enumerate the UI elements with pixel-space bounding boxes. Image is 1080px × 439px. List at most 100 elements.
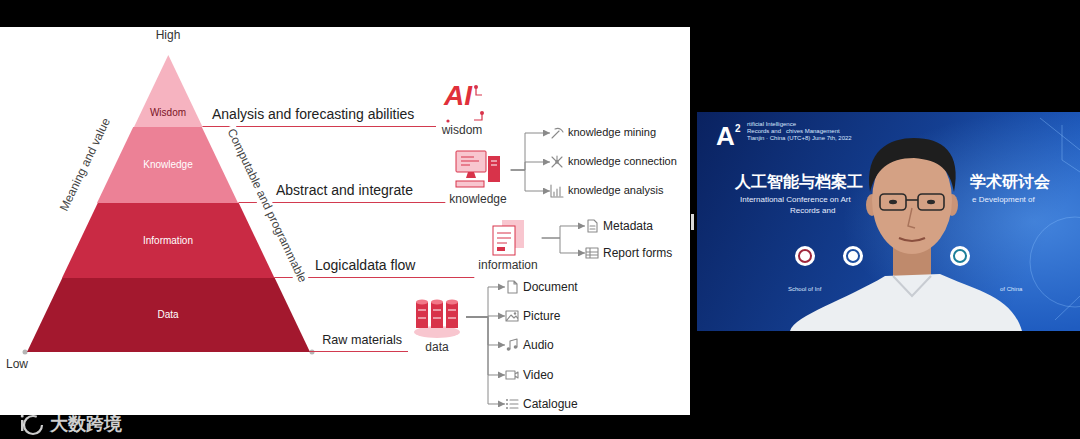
pyramid-band: Data — [27, 278, 310, 352]
item-label: Metadata — [603, 219, 653, 233]
branch-item: Picture — [505, 309, 560, 323]
scroll-marker — [691, 214, 694, 230]
network-lines — [552, 156, 562, 167]
icon-label: data — [425, 340, 448, 354]
pyramid-band: Wisdom — [134, 55, 203, 127]
item-icon — [550, 155, 564, 169]
band-label: Wisdom — [150, 107, 186, 119]
database-body — [416, 302, 428, 328]
logo-badge-mark — [954, 250, 966, 262]
logo-badge — [950, 246, 970, 266]
chart-bars — [554, 187, 560, 196]
note-head — [514, 345, 518, 349]
banner-subtitle: International Conference on Art — [740, 195, 851, 204]
banner-logo: A — [716, 122, 735, 152]
catalogue-dot — [506, 407, 508, 409]
database-top — [446, 300, 458, 305]
corner-dot — [23, 350, 28, 355]
band-fill — [97, 127, 238, 203]
note-head — [507, 347, 511, 351]
database-lines — [433, 310, 441, 318]
picture-frame — [506, 311, 518, 321]
item-label: Report forms — [603, 246, 672, 260]
monitor-lines — [461, 157, 479, 165]
catalogue-lines — [510, 400, 518, 408]
item-icon — [505, 338, 519, 352]
speaker-glasses — [880, 194, 906, 210]
item-label: Audio — [523, 338, 554, 352]
database-lines — [418, 310, 426, 318]
branch-arrow — [542, 238, 585, 253]
video-glow — [697, 112, 1080, 331]
circuit-line — [474, 87, 482, 120]
watermark-logo-bar — [21, 420, 23, 431]
note-stem — [510, 339, 517, 349]
sheet-front — [493, 226, 515, 255]
item-label: Picture — [523, 309, 560, 323]
branch-arrow — [511, 170, 550, 191]
database-body — [431, 302, 443, 328]
item-icon — [550, 126, 564, 140]
speaker-mouth — [899, 238, 925, 241]
icon-node: information — [474, 218, 541, 282]
pick-head — [555, 128, 563, 132]
band-label: Knowledge — [143, 159, 192, 171]
database-top — [431, 300, 443, 305]
pyramid-band: Knowledge — [97, 127, 238, 203]
banner-subtitle: e Development of — [972, 195, 1035, 204]
sheet-lines — [497, 233, 511, 243]
branch-arrow — [466, 317, 505, 375]
item-icon — [505, 397, 519, 411]
banner-small-text: Records and — [747, 128, 781, 135]
icon-graphic — [412, 294, 462, 340]
catalogue-dot — [506, 399, 508, 401]
branch-item: Catalogue — [505, 397, 578, 411]
icon-label: wisdom — [442, 123, 483, 137]
branch-arrow — [466, 317, 505, 404]
item-icon — [585, 219, 599, 233]
edge-label: Logicaldata flow — [315, 257, 415, 273]
speaker-eye — [927, 200, 935, 204]
logo-badge-mark — [847, 250, 859, 262]
chart-axis — [551, 185, 563, 197]
icon-node: data — [408, 294, 466, 364]
database-lines — [448, 310, 456, 318]
branch-item: knowledge mining — [550, 126, 656, 140]
keyboard — [456, 181, 484, 187]
logo-badge — [795, 246, 815, 266]
tower-lines — [491, 161, 497, 165]
branch-arrow — [466, 317, 505, 345]
circuit-dot — [446, 119, 449, 122]
item-icon — [550, 184, 564, 198]
band-fill — [62, 203, 274, 278]
banner-title: 学术研讨会 — [970, 173, 1050, 191]
branch-item: Report forms — [585, 246, 672, 260]
item-label: knowledge mining — [568, 126, 656, 139]
database-body — [446, 302, 458, 328]
speaker-glasses — [918, 194, 944, 210]
computer-tower — [488, 156, 500, 182]
database-top — [416, 300, 428, 305]
banner-title: 人工智能与档案工 — [735, 173, 863, 191]
monitor-stand — [466, 172, 476, 178]
icon-label: information — [478, 258, 537, 272]
branch-arrow — [511, 133, 550, 170]
banner-small-text: of China — [1000, 286, 1022, 293]
leader-line — [310, 351, 409, 352]
branch-item: Video — [505, 368, 553, 382]
icon-graphic — [488, 218, 528, 258]
document-sheet — [508, 281, 517, 293]
pick-handle — [552, 131, 559, 138]
video-panel — [697, 112, 1080, 331]
branch-item: Document — [505, 280, 578, 294]
band-fill — [27, 278, 310, 352]
item-icon — [505, 309, 519, 323]
speaker-hair — [869, 138, 956, 192]
speaker-nose — [908, 208, 915, 228]
speaker-eye — [889, 200, 897, 204]
video-camera — [506, 371, 518, 379]
branch-arrow — [511, 162, 550, 170]
banner-small-text: School of Inf — [788, 286, 821, 293]
item-label: knowledge analysis — [568, 184, 663, 197]
